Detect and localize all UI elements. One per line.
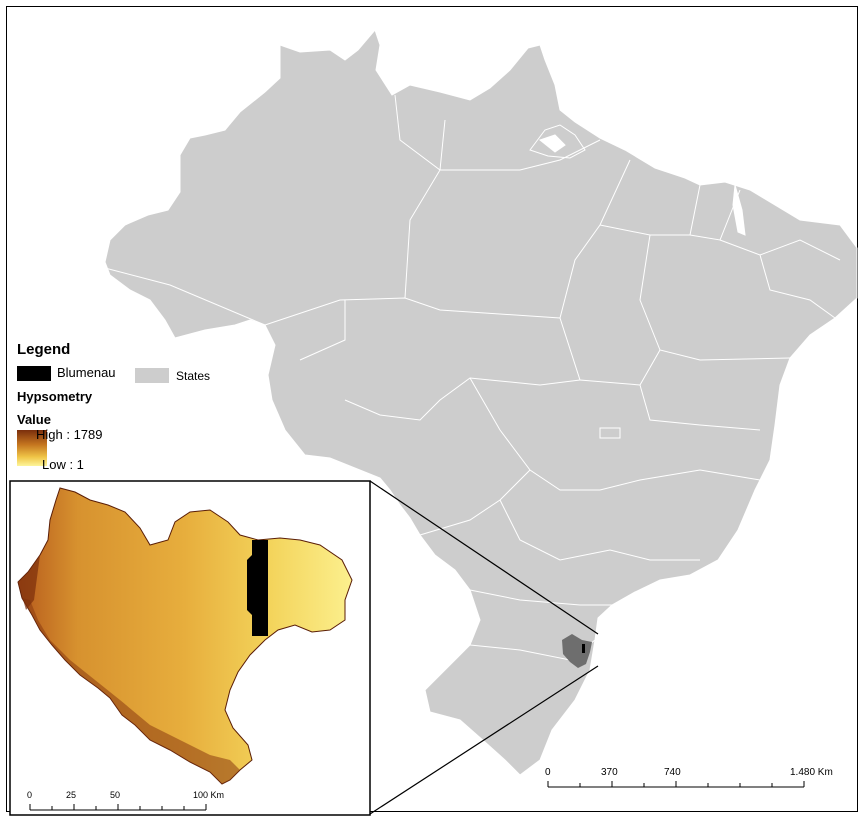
inset-scale-tick-2: 50 bbox=[110, 790, 121, 800]
states-swatch bbox=[135, 368, 169, 383]
brazil-states-map bbox=[104, 29, 858, 776]
inset-basin bbox=[17, 487, 353, 785]
value-title: Value bbox=[17, 412, 51, 427]
amazon-delta bbox=[529, 124, 746, 236]
inset-scale-tick-1: 25 bbox=[66, 790, 77, 800]
itajai-basin-highlight bbox=[562, 634, 592, 668]
main-scale-tick-3: 1.480 Km bbox=[790, 767, 833, 778]
main-scale-tick-0: 0 bbox=[545, 767, 551, 778]
legend-title: Legend bbox=[17, 341, 71, 358]
states-label: States bbox=[176, 369, 211, 383]
blumenau-label: Blumenau bbox=[57, 365, 116, 380]
inset-blumenau bbox=[252, 540, 268, 636]
zoom-line-bottom bbox=[369, 665, 599, 815]
blumenau-swatch bbox=[17, 366, 51, 381]
zoom-line-top bbox=[369, 480, 599, 635]
state-borders bbox=[104, 94, 841, 661]
main-scale-bar bbox=[547, 781, 805, 788]
inset-scale-tick-3: 100 Km bbox=[193, 790, 225, 800]
main-scale-tick-2: 740 bbox=[664, 767, 681, 778]
hypsometry-color-ramp bbox=[17, 430, 47, 466]
blumenau-location bbox=[582, 644, 585, 653]
low-value-label: Low : 1 bbox=[42, 457, 84, 472]
inset-scale-tick-0: 0 bbox=[27, 790, 33, 800]
main-scale-tick-1: 370 bbox=[601, 767, 618, 778]
inset-scale-bar bbox=[29, 804, 207, 811]
high-value-label: High : 1789 bbox=[36, 427, 103, 442]
hypsometry-title: Hypsometry bbox=[17, 389, 93, 404]
